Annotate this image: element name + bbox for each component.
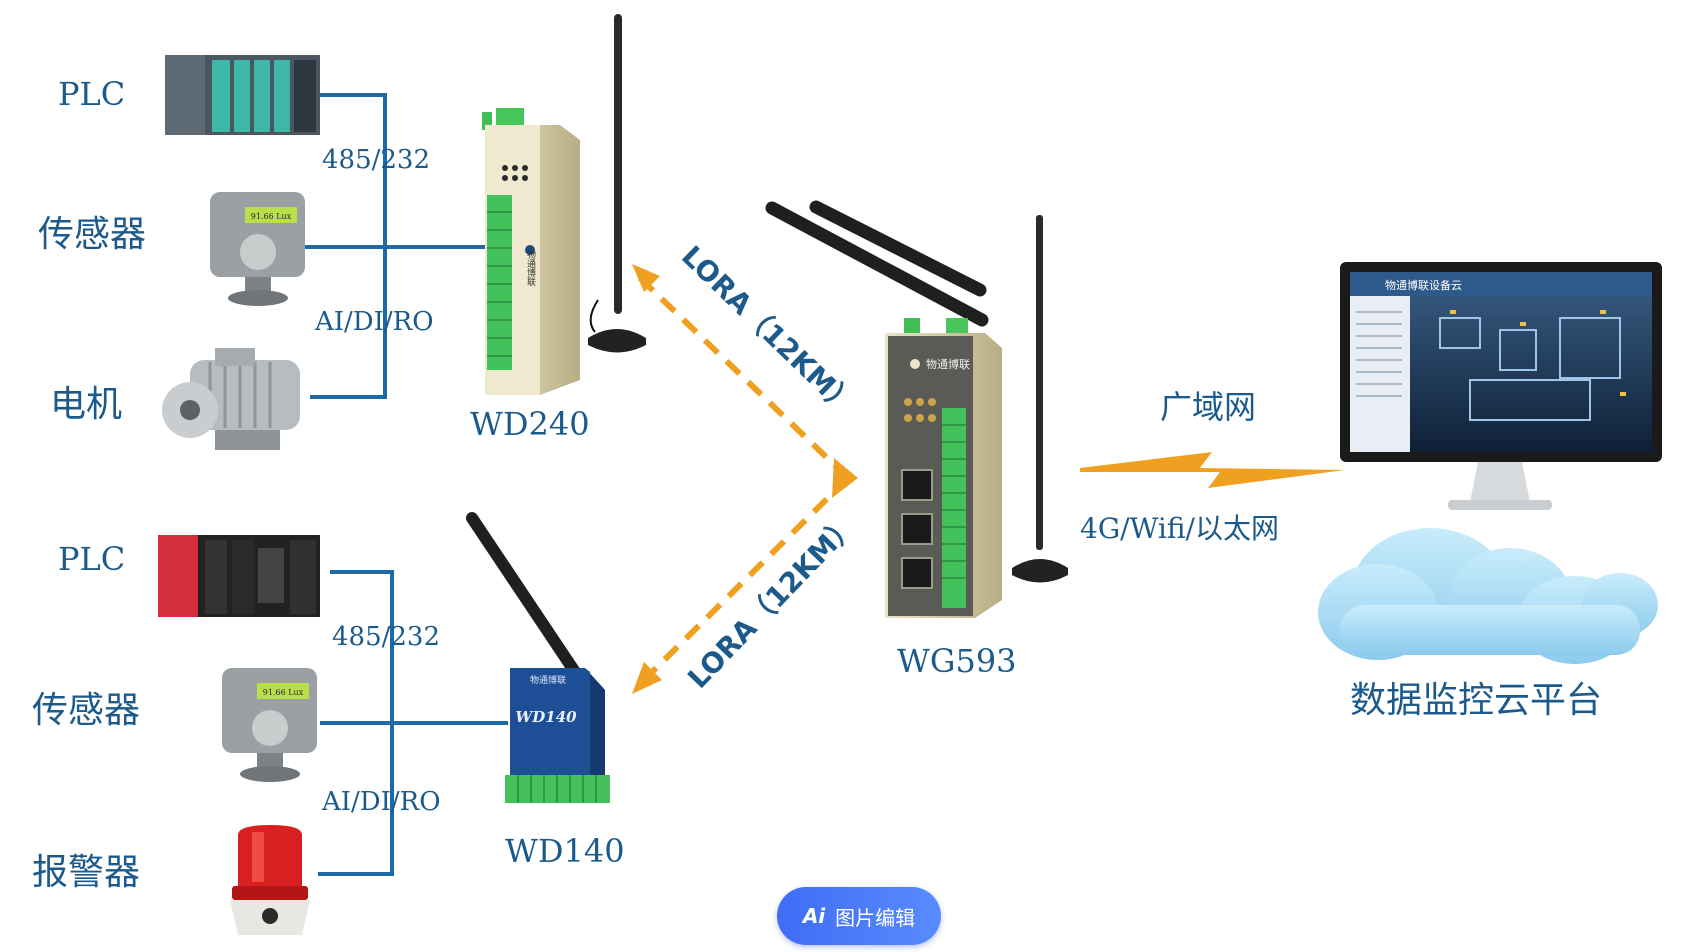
wd240-label: WD240 xyxy=(470,405,590,443)
ai-icon: Ai xyxy=(802,904,826,928)
cloud-platform-label: 数据监控云平台 xyxy=(1350,680,1602,721)
ai-image-edit-label: 图片编辑 xyxy=(835,905,916,930)
top-bus-485-label: 485/232 xyxy=(322,145,430,175)
monitor-title: 物通博联设备云 xyxy=(1385,278,1462,292)
wan-label: 广域网 xyxy=(1160,388,1256,426)
wg593-brand: 物通博联 xyxy=(926,357,970,371)
bottom-bus-485-label: 485/232 xyxy=(332,622,440,652)
lora-top-label: LORA（12KM） xyxy=(675,239,862,421)
wd140-device: 物通博联 WD140 xyxy=(505,668,610,803)
lora-arrows xyxy=(637,275,851,685)
bottom-sensor-label: 传感器 xyxy=(32,690,140,731)
wg593-antennas xyxy=(765,200,1068,583)
top-sensor-label: 传感器 xyxy=(38,214,146,255)
top-plc-label: PLC xyxy=(58,75,125,113)
sensor-readout: 91.66 Lux xyxy=(251,212,292,221)
wd140-brand: 物通博联 xyxy=(530,674,566,686)
plc-bottom-image xyxy=(158,535,320,617)
sensor-bottom-image: 91.66 Lux xyxy=(222,668,317,782)
wd140-antenna xyxy=(466,512,581,678)
plc-top-image xyxy=(165,55,320,135)
ai-image-edit-button[interactable]: Ai 图片编辑 xyxy=(777,887,941,945)
top-bus-aidiro-label: AI/DI/RO xyxy=(314,307,434,337)
top-motor-label: 电机 xyxy=(50,384,122,425)
top-wiring xyxy=(305,93,488,399)
bottom-wiring xyxy=(318,570,508,876)
motor-image xyxy=(162,348,300,450)
lora-arrowheads xyxy=(632,264,858,694)
wan-media-label: 4G/Wifi/以太网 xyxy=(1080,512,1279,545)
wd140-label: WD140 xyxy=(505,832,625,870)
sensor-top-image: 91.66 Lux xyxy=(210,192,305,306)
wan-lightning xyxy=(1080,452,1345,488)
wd240-device: 物通博联 xyxy=(482,108,580,395)
sensor-bottom-readout: 91.66 Lux xyxy=(263,688,304,697)
cloud-image xyxy=(1318,528,1658,664)
wg593-label: WG593 xyxy=(897,642,1017,680)
monitor-image: 物通博联设备云 xyxy=(1340,262,1662,510)
bottom-bus-aidiro-label: AI/DI/RO xyxy=(321,787,441,817)
wg593-device: 物通博联 xyxy=(885,318,1002,618)
wd240-brand: 物通博联 xyxy=(525,249,536,287)
alarm-image xyxy=(230,825,310,935)
bottom-alarm-label: 报警器 xyxy=(32,852,140,893)
bottom-plc-label: PLC xyxy=(58,540,125,578)
wd140-model-print: WD140 xyxy=(515,708,577,726)
wd240-antenna xyxy=(588,14,646,353)
lora-bottom-label: LORA（12KM） xyxy=(681,508,863,695)
